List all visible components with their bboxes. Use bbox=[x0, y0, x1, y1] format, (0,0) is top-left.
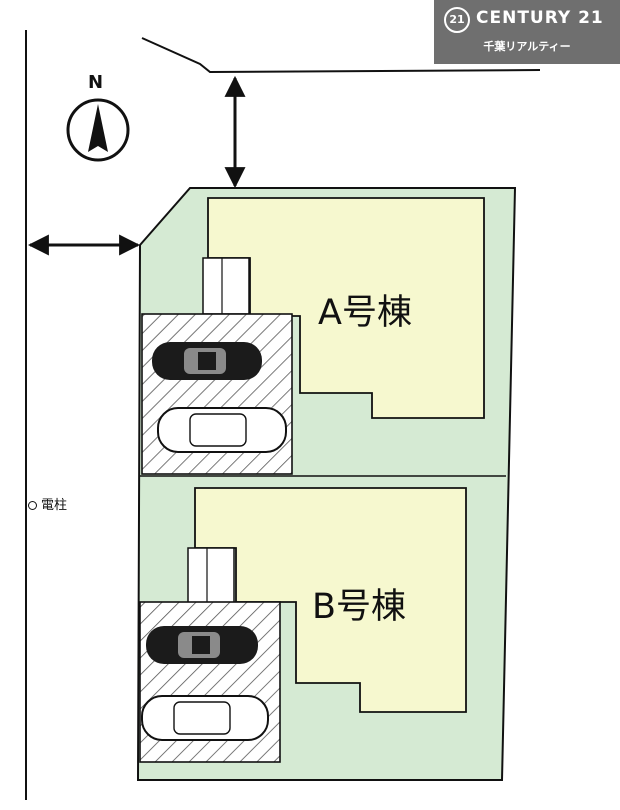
road-lines bbox=[25, 30, 541, 800]
building-b-label: B号棟 bbox=[312, 587, 407, 627]
brand-logo-icon: 21 bbox=[444, 7, 470, 33]
utility-pole-label: 電柱 bbox=[41, 498, 68, 513]
utility-pole-icon bbox=[28, 501, 37, 510]
brand-name: CENTURY 21 bbox=[476, 8, 604, 28]
car-dark-a bbox=[152, 342, 262, 380]
compass-north-label: N bbox=[88, 72, 104, 93]
car-white-b bbox=[141, 695, 269, 741]
agency-name: 千葉リアルティー bbox=[483, 40, 571, 53]
car-white-a bbox=[157, 407, 287, 453]
car-dark-b bbox=[146, 626, 258, 664]
utility-pole-legend: 電柱 bbox=[28, 494, 67, 513]
building-a-entrance bbox=[202, 257, 250, 315]
brand-badge: 21 CENTURY 21 千葉リアルティー bbox=[434, 0, 620, 64]
compass-icon bbox=[66, 98, 130, 162]
building-b-entrance bbox=[187, 547, 235, 605]
building-a-label: A号棟 bbox=[318, 293, 412, 333]
